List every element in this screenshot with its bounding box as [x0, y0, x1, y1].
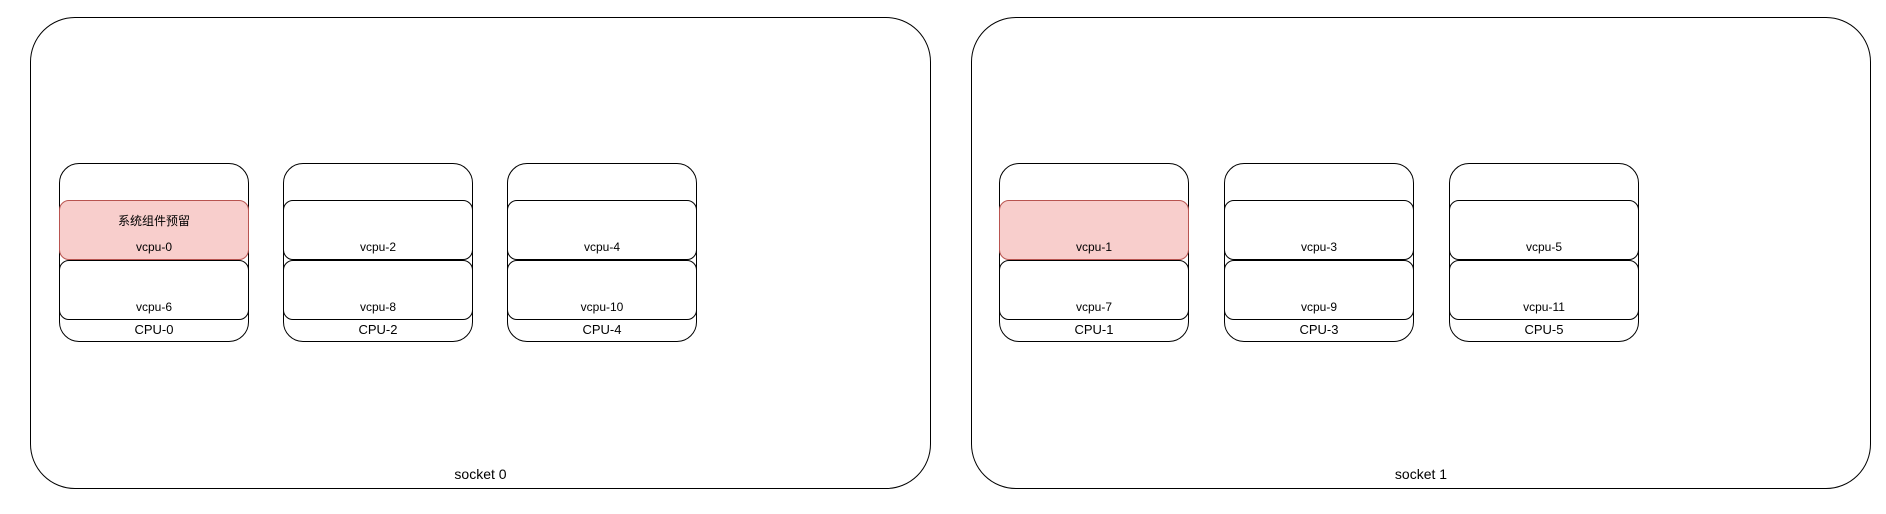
- vcpu-cell-11: vcpu-11: [1449, 260, 1639, 320]
- vcpu-label: vcpu-4: [583, 240, 621, 254]
- vcpu-label: vcpu-3: [1300, 240, 1338, 254]
- socket-0: 系统组件预留 vcpu-0 vcpu-6 CPU-0 vcpu-2 vcpu-8…: [30, 17, 931, 489]
- reserved-note: 系统组件预留: [117, 214, 190, 228]
- cpu-label: CPU-1: [1074, 322, 1114, 337]
- cpu-label: CPU-5: [1524, 322, 1564, 337]
- vcpu-label: vcpu-10: [580, 300, 624, 314]
- vcpu-cell-5: vcpu-5: [1449, 200, 1639, 260]
- socket-label: socket 0: [454, 466, 507, 483]
- cpu-box-3: vcpu-3 vcpu-9 CPU-3: [1224, 163, 1414, 342]
- cpu-box-5: vcpu-5 vcpu-11 CPU-5: [1449, 163, 1639, 342]
- vcpu-label: vcpu-7: [1075, 300, 1113, 314]
- vcpu-cell-6: vcpu-6: [59, 260, 249, 320]
- cpu-label: CPU-0: [134, 322, 174, 337]
- vcpu-label: vcpu-5: [1525, 240, 1563, 254]
- socket-1: vcpu-1 vcpu-7 CPU-1 vcpu-3 vcpu-9 CPU-3 …: [971, 17, 1871, 489]
- cpu-box-0: 系统组件预留 vcpu-0 vcpu-6 CPU-0: [59, 163, 249, 342]
- vcpu-label: vcpu-1: [1075, 240, 1113, 254]
- cpu-box-1: vcpu-1 vcpu-7 CPU-1: [999, 163, 1189, 342]
- vcpu-label: vcpu-2: [359, 240, 397, 254]
- vcpu-cell-8: vcpu-8: [283, 260, 473, 320]
- cpu-label: CPU-4: [582, 322, 622, 337]
- cpu-box-4: vcpu-4 vcpu-10 CPU-4: [507, 163, 697, 342]
- vcpu-cell-2: vcpu-2: [283, 200, 473, 260]
- cpu-label: CPU-3: [1299, 322, 1339, 337]
- vcpu-cell-1-highlighted: vcpu-1: [999, 200, 1189, 260]
- vcpu-label: vcpu-9: [1300, 300, 1338, 314]
- vcpu-label: vcpu-6: [135, 300, 173, 314]
- vcpu-label: vcpu-11: [1523, 300, 1565, 314]
- vcpu-label: vcpu-0: [135, 240, 173, 254]
- socket-label: socket 1: [1394, 466, 1448, 483]
- cpu-label: CPU-2: [358, 322, 398, 337]
- vcpu-cell-3: vcpu-3: [1224, 200, 1414, 260]
- vcpu-cell-10: vcpu-10: [507, 260, 697, 320]
- vcpu-cell-0-highlighted: 系统组件预留 vcpu-0: [59, 200, 249, 260]
- vcpu-cell-9: vcpu-9: [1224, 260, 1414, 320]
- cpu-box-2: vcpu-2 vcpu-8 CPU-2: [283, 163, 473, 342]
- vcpu-cell-7: vcpu-7: [999, 260, 1189, 320]
- vcpu-label: vcpu-8: [359, 300, 397, 314]
- vcpu-cell-4: vcpu-4: [507, 200, 697, 260]
